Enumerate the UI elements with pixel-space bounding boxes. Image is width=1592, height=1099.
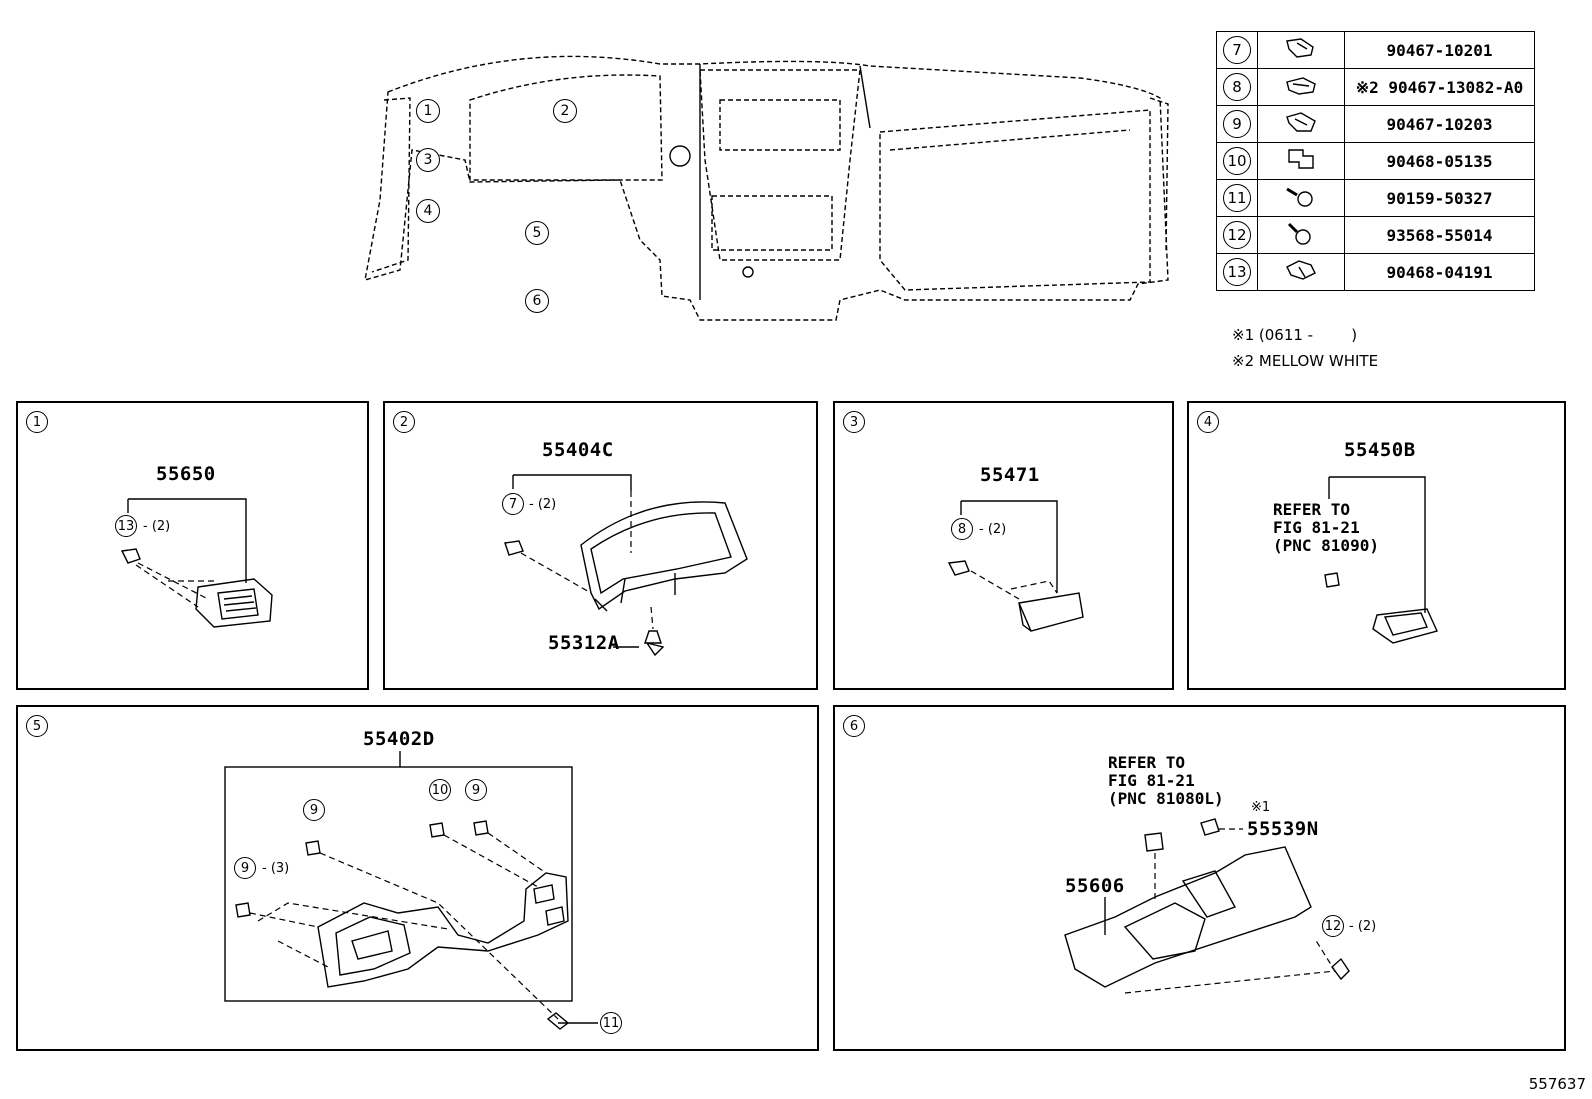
under-cover-drawing — [1064, 818, 1350, 994]
detail-panel-5: 5 55402D 9 9 - (3) 10 9 11 — [16, 705, 819, 1051]
screw-callout-11: 11 — [600, 1012, 622, 1034]
overview-callout-2: 2 — [553, 99, 577, 123]
ref-number: 11 — [1223, 184, 1251, 212]
screw-icon — [1287, 222, 1311, 245]
register-vent-drawing — [120, 498, 273, 628]
part-number: 90468-04191 — [1344, 253, 1535, 291]
quantity-label: - (2) — [143, 519, 171, 534]
overview-callout-4: 4 — [416, 199, 440, 223]
refer-to-figure-note: REFER TO FIG 81-21 (PNC 81090) — [1273, 500, 1379, 555]
clip-callout-13: 13 — [115, 515, 137, 537]
panel-number: 3 — [843, 411, 865, 433]
quantity-label: - (2) — [1349, 919, 1377, 934]
part-label-55402D: 55402D — [363, 728, 435, 750]
clip-callout-9: 9 — [234, 857, 256, 879]
quantity-label: - (3) — [262, 861, 290, 876]
part-label-55650: 55650 — [156, 463, 216, 485]
cluster-finish-panel-drawing — [504, 474, 748, 657]
fastener-parts-table: 7 90467-10201 8 ※2 90467-13082-A0 9 9046… — [1216, 31, 1535, 291]
part-label-55539N: 55539N — [1247, 818, 1319, 840]
ref-number: 12 — [1223, 221, 1251, 249]
ref-number: 13 — [1223, 258, 1251, 286]
clip-callout-9: 9 — [465, 779, 487, 801]
panel-number: 6 — [843, 715, 865, 737]
overview-callout-3: 3 — [416, 148, 440, 172]
overview-callout-6: 6 — [525, 289, 549, 313]
detail-panel-6: 6 REFER TO FIG 81-21 (PNC 81080L) ※1 555… — [833, 705, 1566, 1051]
table-row: 9 90467-10203 — [1216, 105, 1535, 143]
detail-panel-3: 3 55471 8 - (2) — [833, 401, 1174, 690]
panel-number: 1 — [26, 411, 48, 433]
ref-number: 8 — [1223, 73, 1251, 101]
clip-callout-9: 9 — [303, 799, 325, 821]
part-number: 90467-10201 — [1344, 31, 1535, 69]
table-row: 7 90467-10201 — [1216, 31, 1535, 69]
part-number: ※2 90467-13082-A0 — [1344, 68, 1535, 106]
clip-icon — [1286, 112, 1316, 132]
part-number: 90159-50327 — [1344, 179, 1535, 217]
clip-icon — [1286, 77, 1316, 95]
clip-icon — [1286, 260, 1316, 280]
refer-to-figure-note: REFER TO FIG 81-21 (PNC 81080L) — [1108, 753, 1224, 808]
ref-number: 10 — [1223, 147, 1251, 175]
quantity-label: - (2) — [979, 522, 1007, 537]
clip-callout-7: 7 — [502, 493, 524, 515]
table-row: 11 90159-50327 — [1216, 179, 1535, 217]
panel-number: 2 — [393, 411, 415, 433]
table-row: 8 ※2 90467-13082-A0 — [1216, 68, 1535, 106]
overview-callout-5: 5 — [525, 221, 549, 245]
note-1: ※1 (0611 - ) — [1232, 326, 1358, 344]
part-label-55471: 55471 — [980, 464, 1040, 486]
part-number: 93568-55014 — [1344, 216, 1535, 254]
table-row: 13 90468-04191 — [1216, 253, 1535, 291]
table-row: 12 93568-55014 — [1216, 216, 1535, 254]
quantity-label: - (2) — [529, 497, 557, 512]
figure-number: 557637 — [1528, 1075, 1586, 1093]
part-label-55404C: 55404C — [542, 439, 614, 461]
part-label-55312A: 55312A — [548, 632, 620, 654]
clip-callout-8: 8 — [951, 518, 973, 540]
nut-callout-10: 10 — [429, 779, 451, 801]
panel-number: 4 — [1197, 411, 1219, 433]
detail-panel-2: 2 55404C 7 - (2) 55312A — [383, 401, 818, 690]
detail-panel-4: 4 55450B REFER TO FIG 81-21 (PNC 81090) — [1187, 401, 1566, 690]
ref-number: 7 — [1223, 36, 1251, 64]
switch-base-drawing — [1324, 476, 1438, 644]
switch-hole-cover-drawing — [947, 500, 1084, 632]
nut-clip-icon — [1288, 149, 1314, 169]
screw-callout-12: 12 — [1322, 915, 1344, 937]
clip-icon — [1286, 38, 1314, 58]
ref-number: 9 — [1223, 110, 1251, 138]
lower-panel-drawing — [224, 751, 598, 1030]
note-mark: ※1 — [1251, 800, 1271, 815]
part-number: 90468-05135 — [1344, 142, 1535, 180]
part-number: 90467-10203 — [1344, 105, 1535, 143]
part-label-55450B: 55450B — [1344, 439, 1416, 461]
note-2: ※2 MELLOW WHITE — [1232, 352, 1379, 370]
overview-callout-1: 1 — [416, 99, 440, 123]
panel-number: 5 — [26, 715, 48, 737]
detail-panel-1: 1 55650 13 - (2) — [16, 401, 369, 690]
part-label-55606: 55606 — [1065, 875, 1125, 897]
screw-icon — [1286, 187, 1313, 207]
table-row: 10 90468-05135 — [1216, 142, 1535, 180]
